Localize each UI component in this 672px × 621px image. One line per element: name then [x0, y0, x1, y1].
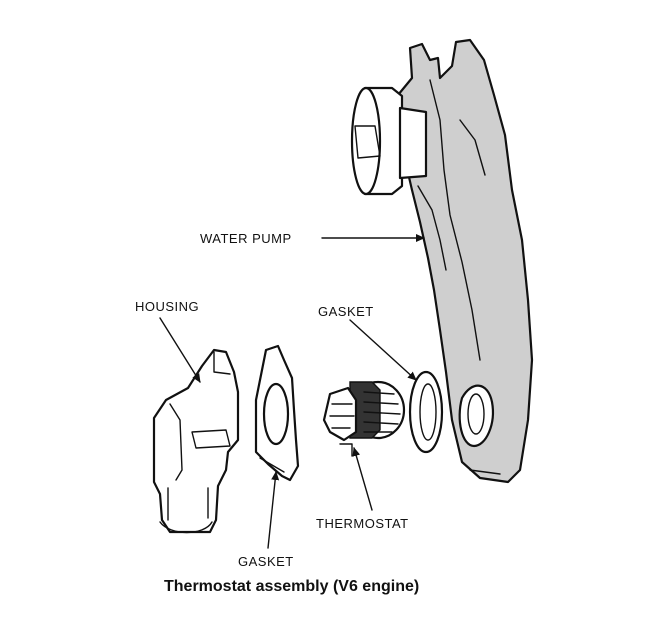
housing-drawing — [152, 348, 240, 534]
thermostat-label: THERMOSTAT — [316, 516, 409, 531]
pump-gasket-drawing — [408, 370, 444, 454]
housing-arrow — [159, 317, 201, 383]
gasket-bottom-arrow — [267, 471, 280, 549]
gasket-top-arrow — [349, 319, 417, 381]
figure-caption: Thermostat assembly (V6 engine) — [164, 578, 419, 595]
thermostat-drawing — [322, 380, 406, 457]
water-pump-label: WATER PUMP — [200, 231, 292, 246]
gasket-top-label: GASKET — [318, 304, 374, 319]
thermostat-arrow — [352, 447, 373, 511]
water-pump-drawing — [350, 38, 534, 484]
housing-gasket-drawing — [254, 344, 300, 482]
gasket-bottom-label: GASKET — [238, 554, 294, 569]
leader-arrows — [159, 234, 425, 549]
housing-label: HOUSING — [135, 299, 199, 314]
